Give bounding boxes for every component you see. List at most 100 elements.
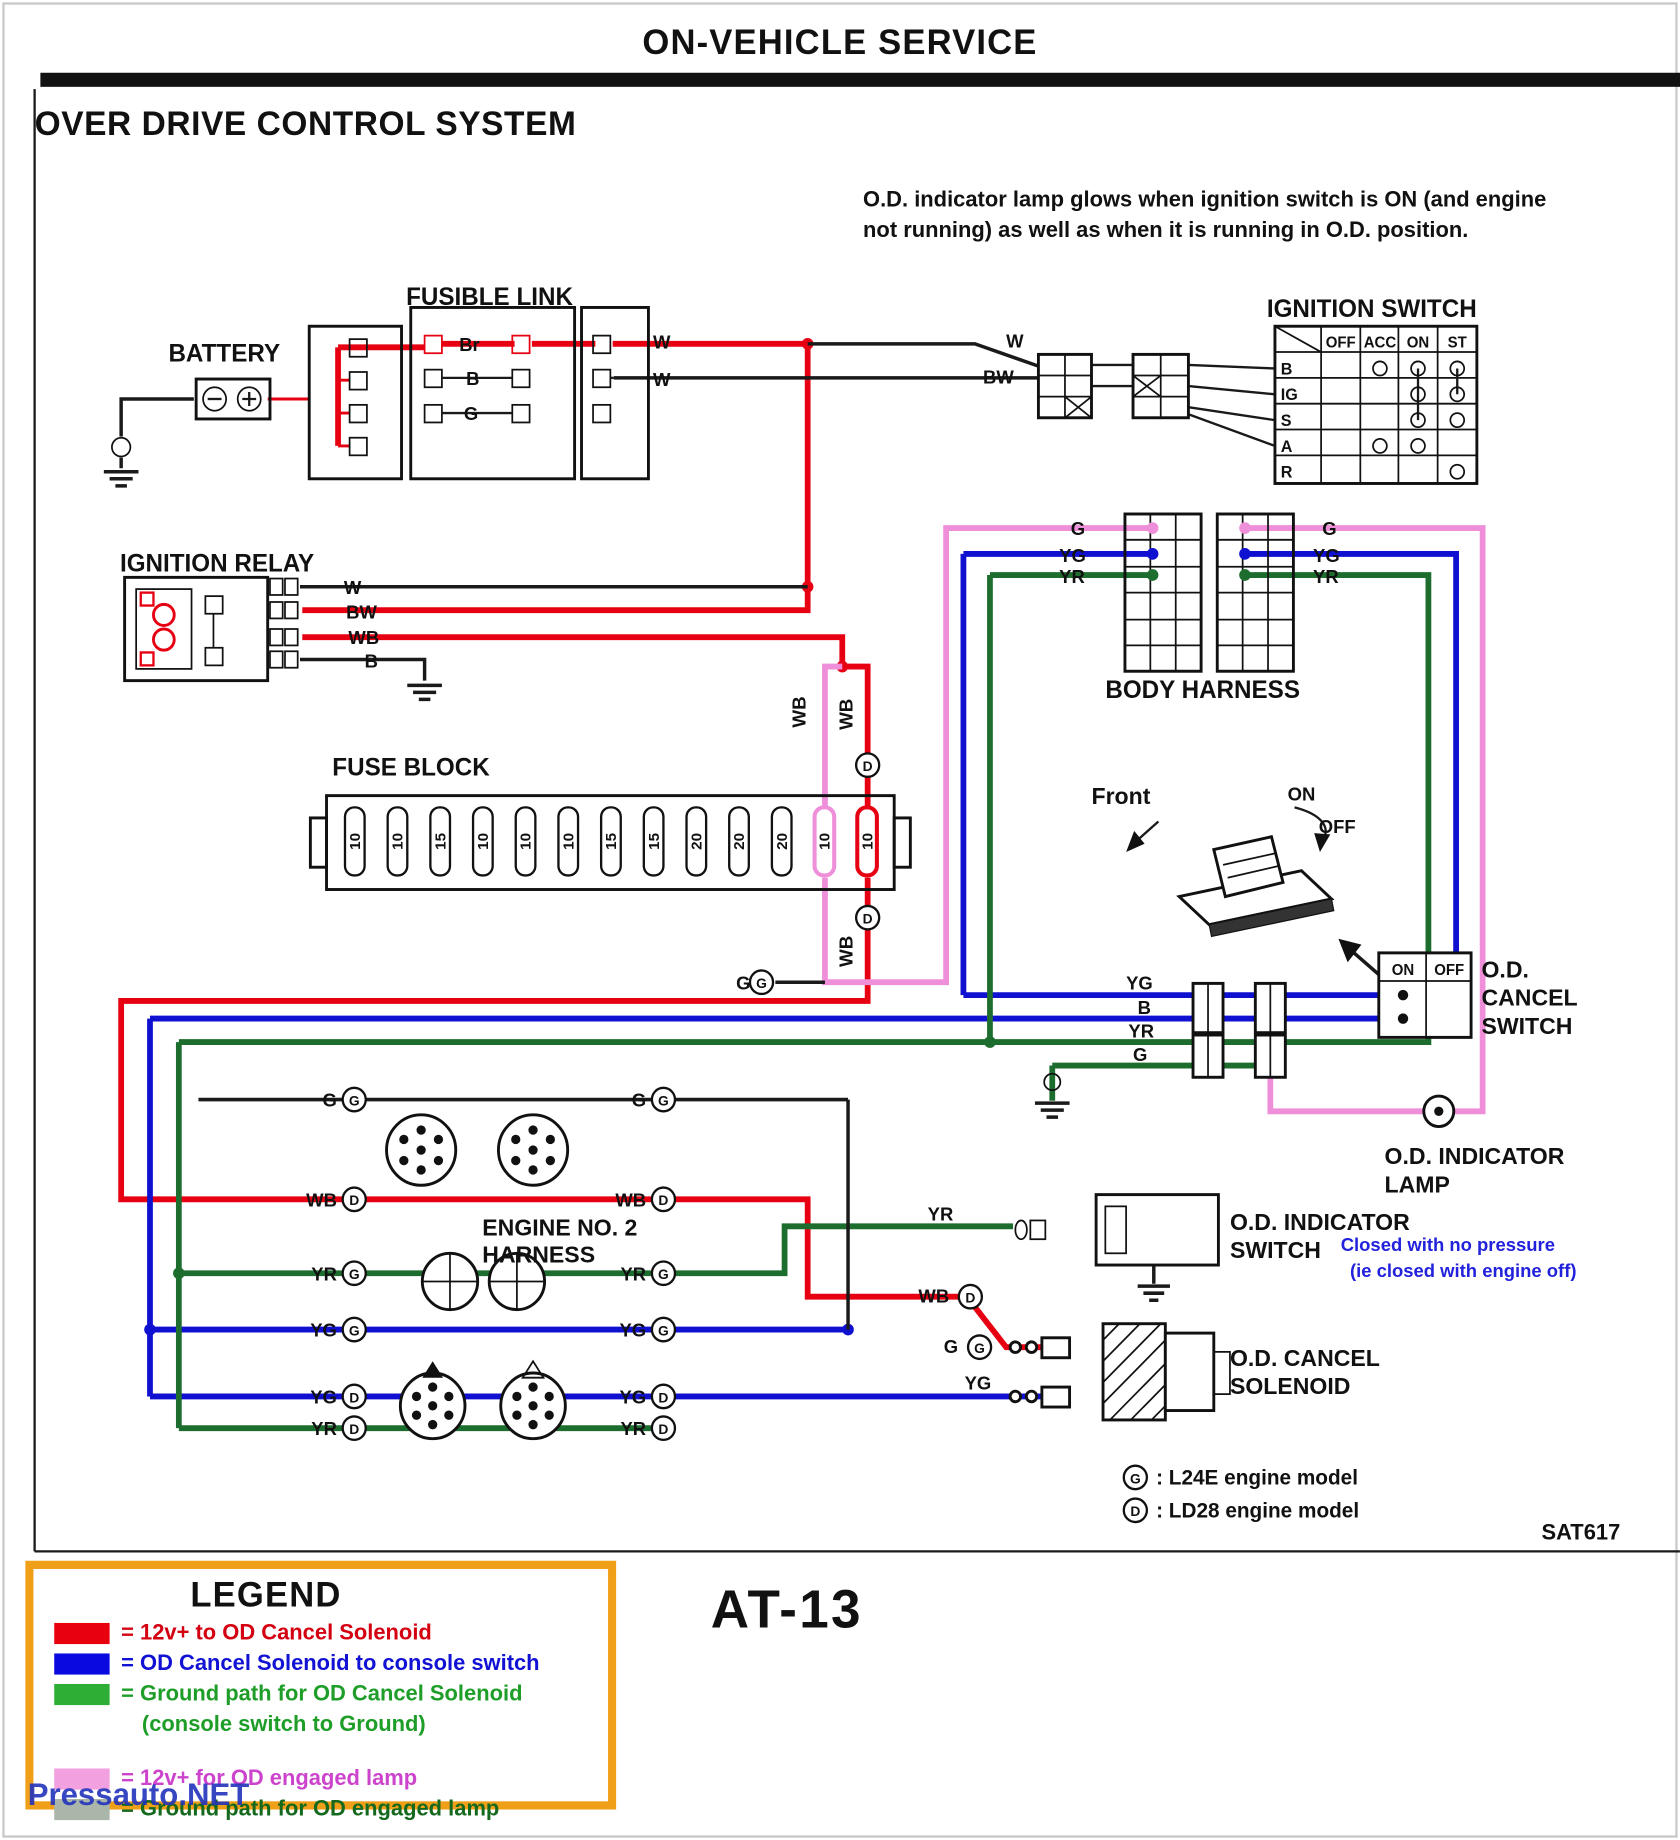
wire-label: BW bbox=[346, 601, 377, 622]
fuse-rating: 10 bbox=[561, 833, 578, 850]
fuse bbox=[471, 806, 494, 877]
wire-label: WB bbox=[615, 1189, 646, 1210]
wire-label: YG bbox=[310, 1386, 337, 1407]
fuse bbox=[514, 806, 537, 877]
note-line-1: O.D. indicator lamp glows when ignition … bbox=[863, 187, 1547, 213]
fuse bbox=[685, 806, 708, 877]
circled-letter bbox=[341, 1186, 367, 1213]
title-divider bbox=[40, 72, 1680, 87]
watermark: Pressauto.NET bbox=[27, 1776, 250, 1812]
od-cancel-switch-symbol bbox=[1377, 951, 1473, 1039]
page-title: ON-VEHICLE SERVICE bbox=[642, 23, 1038, 63]
circled-letter-text: D bbox=[349, 1389, 359, 1405]
wire-label: OFF bbox=[1319, 816, 1356, 837]
wire-label: ON bbox=[1392, 962, 1414, 979]
wire-label: OFF bbox=[1434, 962, 1464, 979]
wire-label: B bbox=[365, 651, 378, 672]
pointer-arrow bbox=[1338, 938, 1362, 963]
wire-label: YR bbox=[928, 1203, 954, 1224]
fuse-rating: 15 bbox=[646, 833, 663, 850]
fuse-rating: 10 bbox=[475, 833, 492, 850]
console-switch-illustration bbox=[1126, 806, 1400, 993]
fuse bbox=[599, 806, 622, 877]
ignition-row-label: S bbox=[1281, 412, 1292, 430]
legend-entry: = 12v+ to OD Cancel Solenoid bbox=[54, 1621, 608, 1647]
legend-box: LEGEND = 12v+ to OD Cancel Solenoid = OD… bbox=[25, 1560, 617, 1821]
circled-letter bbox=[854, 752, 881, 779]
fuse-rating: 10 bbox=[859, 833, 876, 850]
wire-label: SWITCH bbox=[1481, 1013, 1572, 1039]
circled-letter bbox=[650, 1260, 677, 1287]
circled-letter-text: D bbox=[658, 1421, 668, 1437]
wire-label: G bbox=[632, 1089, 646, 1110]
circled-letter-text: D bbox=[349, 1421, 359, 1437]
ignition-relay-symbol bbox=[123, 575, 299, 683]
wire-label: WB bbox=[836, 936, 857, 967]
wire-label: G bbox=[323, 1089, 337, 1110]
wire-label: FUSE BLOCK bbox=[332, 755, 490, 782]
circled-letter bbox=[966, 1334, 993, 1361]
fuse-rating: 15 bbox=[432, 833, 449, 850]
wire-label: YR bbox=[311, 1263, 337, 1284]
ignition-row-label: IG bbox=[1281, 386, 1298, 404]
wire-label: SOLENOID bbox=[1230, 1373, 1350, 1399]
circled-letter-text: G bbox=[974, 1340, 985, 1356]
wire-label: SAT617 bbox=[1541, 1519, 1620, 1544]
wire-label: YR bbox=[1128, 1020, 1154, 1041]
wire-label: G bbox=[1133, 1044, 1147, 1065]
legend-title: LEGEND bbox=[190, 1576, 342, 1615]
wire-label: ENGINE NO. 2 bbox=[482, 1215, 637, 1241]
wire-label: Closed with no pressure bbox=[1341, 1234, 1555, 1255]
front-arrow bbox=[1126, 830, 1145, 852]
ignition-switch-table bbox=[1273, 324, 1479, 485]
legend-entry: = Ground path for OD Cancel Solenoid bbox=[54, 1682, 608, 1708]
wire-label: : LD28 engine model bbox=[1156, 1499, 1359, 1522]
circled-letter bbox=[957, 1283, 984, 1310]
wire-label: O.D. INDICATOR bbox=[1230, 1209, 1410, 1235]
wire-label: YG bbox=[619, 1386, 646, 1407]
fuse bbox=[386, 806, 409, 877]
circled-letter-text: D bbox=[965, 1289, 975, 1305]
wire-label: SWITCH bbox=[1230, 1237, 1321, 1263]
legend-swatch-pink bbox=[54, 1768, 110, 1790]
circled-letter-text: G bbox=[658, 1092, 669, 1108]
wire-label: G bbox=[1322, 518, 1336, 539]
fuse bbox=[812, 805, 837, 878]
circled-letter-text: G bbox=[349, 1092, 360, 1108]
legend-label: = 12v+ for OD engaged lamp bbox=[121, 1766, 418, 1791]
wire-label: O.D. INDICATOR bbox=[1385, 1143, 1565, 1169]
wire-label: YR bbox=[620, 1418, 646, 1439]
wire-label: WB bbox=[788, 696, 809, 727]
circled-letter bbox=[854, 904, 881, 931]
fuse-rating: 10 bbox=[390, 833, 407, 850]
fusible-link-symbol bbox=[409, 305, 650, 481]
legend-entry: = 12v+ for OD engaged lamp bbox=[54, 1766, 608, 1792]
wire-label: G bbox=[1071, 518, 1085, 539]
legend-swatch-gray bbox=[54, 1798, 110, 1821]
onoff-arrow bbox=[1314, 833, 1331, 852]
circled-letter bbox=[341, 1316, 367, 1343]
fuse bbox=[343, 806, 366, 877]
fuse bbox=[770, 806, 793, 877]
fuse bbox=[642, 806, 665, 877]
wire-label: : L24E engine model bbox=[1156, 1466, 1358, 1489]
diagram-border bbox=[33, 89, 1680, 1553]
wire-label: (ie closed with engine off) bbox=[1350, 1260, 1577, 1281]
body-harness-connectors bbox=[1123, 512, 1295, 673]
od-cancel-solenoid-symbol bbox=[1008, 1322, 1231, 1422]
wire-label: B bbox=[1138, 997, 1151, 1018]
circled-letter-text: G bbox=[1130, 1470, 1141, 1486]
wire-label: W bbox=[653, 369, 671, 390]
wire-label: YG bbox=[619, 1319, 646, 1340]
wire-label: YG bbox=[1126, 972, 1153, 993]
wire-label: YR bbox=[1059, 566, 1085, 587]
circled-letter bbox=[650, 1086, 677, 1113]
wire-label: WB bbox=[836, 699, 857, 730]
legend-entry: = Ground path for OD engaged lamp bbox=[54, 1797, 608, 1823]
ignition-row-label: A bbox=[1281, 438, 1293, 456]
wire-label: YR bbox=[620, 1263, 646, 1284]
fuse-rating: 20 bbox=[774, 833, 791, 850]
wire-label: BODY HARNESS bbox=[1105, 677, 1300, 704]
wire-label: W bbox=[1006, 330, 1024, 351]
